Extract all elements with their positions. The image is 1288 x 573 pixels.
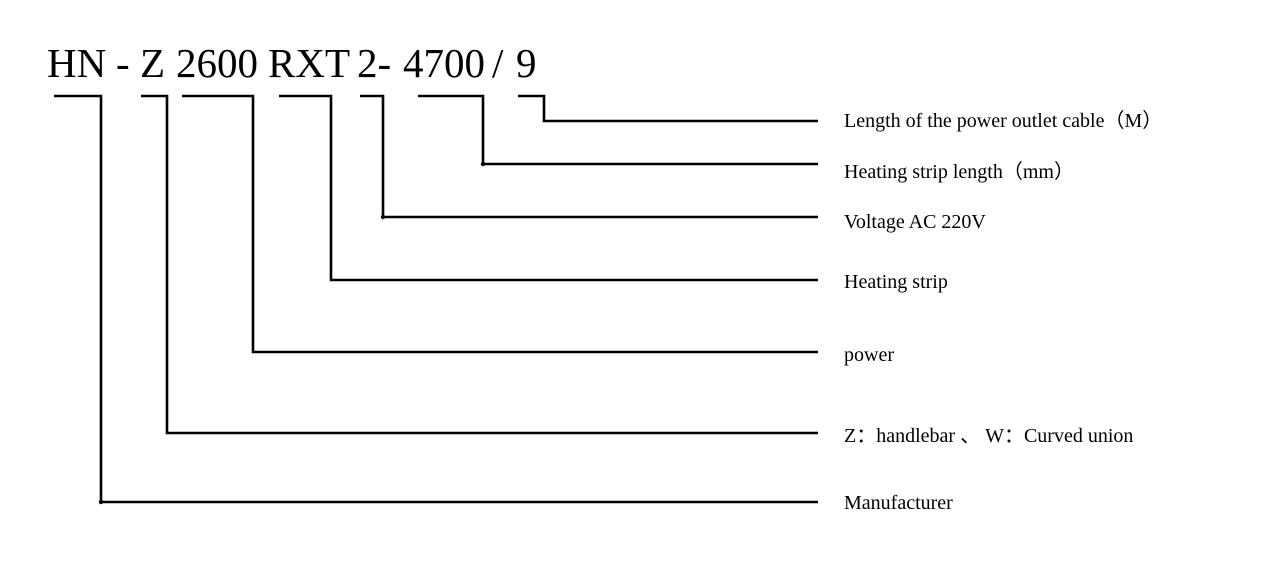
connector-cable xyxy=(518,94,818,123)
label-manufacturer: Manufacturer xyxy=(844,492,953,514)
junction-dot-voltage xyxy=(380,214,386,220)
labels: Length of the power outlet cable（M） Heat… xyxy=(844,109,1162,514)
connectors xyxy=(54,94,818,505)
code-strip-length: 4700 xyxy=(403,40,485,86)
connector-heating-strip xyxy=(279,94,818,282)
code-heating-strip: RXT xyxy=(268,40,350,86)
code-power: 2600 xyxy=(176,40,258,86)
label-voltage: Voltage AC 220V xyxy=(844,211,986,233)
code-connection-type: Z xyxy=(140,40,165,86)
connector-power xyxy=(182,94,818,354)
connector-voltage xyxy=(360,94,818,219)
model-code: HN - Z 2600 RXT 2- 4700 / 9 xyxy=(47,40,537,86)
label-power: power xyxy=(844,344,894,366)
junction-dot-strip-length xyxy=(480,161,486,167)
connector-strip-length xyxy=(418,94,818,166)
code-separator: - xyxy=(116,40,130,86)
connector-handle xyxy=(141,94,818,435)
label-heating-strip: Heating strip xyxy=(844,271,948,293)
label-cable-length: Length of the power outlet cable（M） xyxy=(844,109,1162,132)
code-voltage: 2- xyxy=(357,40,391,86)
label-connection-type: Z：handlebar 、 W：Curved union xyxy=(844,425,1133,447)
code-slash: / xyxy=(492,40,504,86)
label-strip-length: Heating strip length（mm） xyxy=(844,160,1074,183)
code-cable-length: 9 xyxy=(516,40,537,86)
junction-dot-manufacturer xyxy=(98,499,104,505)
connector-manufacturer xyxy=(54,94,818,504)
code-manufacturer: HN xyxy=(47,40,106,86)
